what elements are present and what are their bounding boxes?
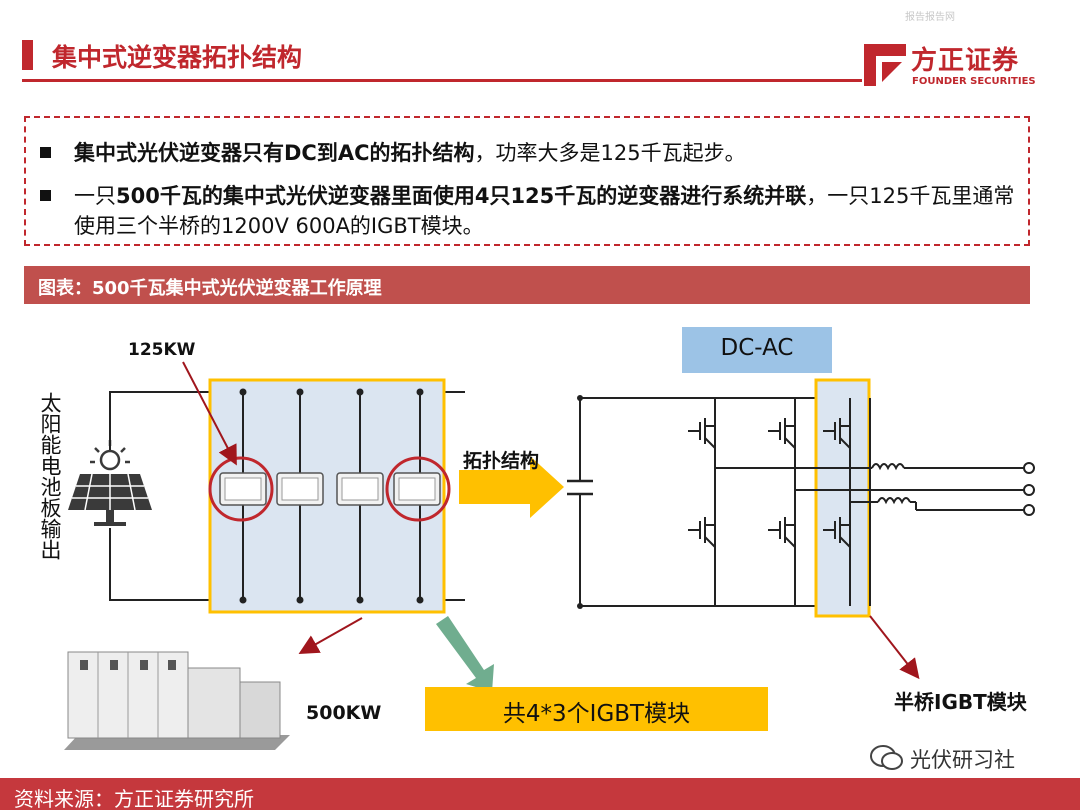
footer-band (0, 778, 1080, 810)
system-capacity-label: 500KW (306, 702, 382, 724)
wechat-account-name: 光伏研习社 (910, 748, 1015, 772)
bullet-square-icon (40, 147, 51, 158)
inverter-module-icon (385, 456, 451, 522)
igbt-total-label: 共4*3个IGBT模块 (502, 701, 691, 727)
inverter-module-icon (336, 472, 384, 506)
topology-arrow-icon (459, 456, 564, 518)
title-accent-bar (22, 40, 33, 70)
key-points-box: 集中式光伏逆变器只有DC到AC的拓扑结构，功率大多是125千瓦起步。 一只500… (24, 116, 1030, 246)
phase-outputs (715, 463, 1024, 511)
pointer-arrow (182, 361, 237, 466)
inverter-module-icon (208, 456, 274, 522)
bullet-prefix: 一只 (74, 184, 116, 208)
bullet-bold-text: 500千瓦的集中式光伏逆变器里面使用4只125千瓦的逆变器进行系统并联 (116, 184, 807, 208)
solar-output-label: 太阳能电池板输出 (38, 392, 62, 560)
bullet-square-icon (40, 190, 51, 201)
igbt-total-box: 共4*3个IGBT模块 (425, 687, 768, 731)
figure-caption: 图表：500千瓦集中式光伏逆变器工作原理 (38, 278, 382, 299)
dcac-box: DC-AC (682, 327, 832, 373)
pointer-arrow (298, 617, 363, 654)
logo-brand: 方正证券 (911, 46, 1020, 76)
solar-panel-icon (68, 440, 152, 526)
igbt-bridge (688, 398, 851, 606)
wechat-icon (870, 745, 903, 770)
bullet-bold-text: 集中式光伏逆变器只有DC到AC的拓扑结构 (74, 141, 475, 165)
capacitor-icon (567, 479, 593, 496)
bullet-text: ，功率大多是125千瓦起步。 (474, 141, 746, 165)
half-bridge-label: 半桥IGBT模块 (894, 690, 1027, 714)
igbt-total-arrow-icon (436, 616, 494, 692)
pointer-arrow (869, 615, 920, 680)
logo-subtitle: FOUNDER SECURITIES (912, 76, 1036, 87)
figure-caption-bar: 图表：500千瓦集中式光伏逆变器工作原理 (24, 266, 1030, 304)
title-divider (22, 79, 862, 82)
half-bridge-highlight (814, 378, 871, 618)
output-terminal-icons (1023, 462, 1035, 516)
topology-label: 拓扑结构 (463, 450, 540, 472)
dcac-label: DC-AC (720, 335, 794, 361)
inverter-module-icon (276, 472, 324, 506)
source-note: 资料来源：方正证券研究所 (14, 787, 254, 811)
corner-note: 报告报告网 (905, 12, 955, 23)
inverter-diagram (64, 361, 1035, 750)
founder-logo-icon (864, 44, 906, 86)
inverter-cabinet-image (64, 651, 290, 750)
bullet-text: ，一只125千瓦里通常使用三个半桥的1200V 600A的IGBT模块。 (74, 184, 1015, 238)
module-capacity-label: 125KW (128, 340, 196, 360)
page-title: 集中式逆变器拓扑结构 (52, 43, 303, 72)
